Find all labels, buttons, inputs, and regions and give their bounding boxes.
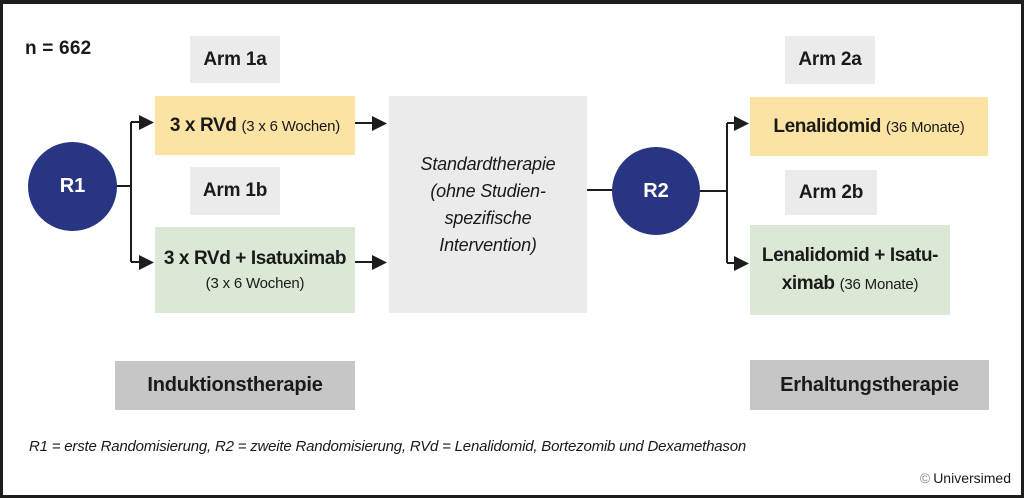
arm-2a-therapy-box: Lenalidomid (36 Monate)	[750, 97, 988, 156]
standard-therapy-line: Intervention)	[439, 234, 537, 255]
copyright-name: Universimed	[933, 470, 1011, 486]
arm-2a-therapy-name: Lenalidomid	[773, 115, 881, 137]
arrow-to-arm1b	[139, 255, 154, 270]
maintenance-phase-box: Erhaltungstherapie	[750, 360, 989, 410]
copyright-notice: ©Universimed	[920, 470, 1011, 486]
r2-label: R2	[643, 179, 669, 202]
arm-2b-label: Arm 2b	[798, 181, 864, 203]
arm-2b-therapy-row2: ximab (36 Monate)	[782, 270, 919, 298]
standard-therapy-line: Standardtherapie	[420, 153, 556, 174]
arm-1a-therapy-row: 3 x RVd (3 x 6 Wochen)	[170, 112, 340, 140]
standard-therapy-box: Standardtherapie (ohne Studien- spezifis…	[389, 96, 587, 313]
arm-1b-label-box: Arm 1b	[190, 167, 280, 215]
arrow-to-arm1a	[139, 115, 154, 130]
arm-1a-label-box: Arm 1a	[190, 36, 280, 83]
arm-2a-duration: (36 Monate)	[885, 118, 965, 136]
arm-2b-therapy-line2: ximab	[781, 273, 835, 294]
arm-2b-duration: (36 Monate)	[839, 276, 919, 293]
maintenance-phase-label: Erhaltungstherapie	[780, 373, 959, 396]
arm-1b-therapy-box: 3 x RVd + Isatuximab (3 x 6 Wochen)	[155, 227, 355, 313]
arm-1a-therapy-box: 3 x RVd (3 x 6 Wochen)	[155, 96, 355, 155]
arm-2b-label-box: Arm 2b	[785, 170, 877, 215]
r1-label: R1	[59, 175, 86, 197]
population-count-label: n = 662	[25, 38, 92, 59]
abbreviation-footnote: R1 = erste Randomisierung, R2 = zweite R…	[29, 438, 747, 455]
arm-1b-duration: (3 x 6 Wochen)	[205, 274, 305, 292]
randomization-2-circle: R2	[612, 147, 700, 235]
randomization-1-circle: R1	[28, 142, 117, 231]
arrow-to-arm2b	[734, 256, 749, 271]
arrow-to-arm2a	[734, 116, 749, 131]
arm-2b-therapy-box: Lenalidomid + Isatu- ximab (36 Monate)	[750, 225, 950, 315]
standard-therapy-line: spezifische	[444, 207, 532, 228]
arm-2a-label: Arm 2a	[798, 49, 862, 70]
arrow-arm1b-to-standard	[372, 255, 387, 270]
arrow-arm1a-to-standard	[372, 116, 387, 131]
induction-phase-box: Induktionstherapie	[115, 361, 355, 410]
arm-1a-therapy-name: 3 x RVd	[169, 114, 237, 136]
arm-1b-therapy-name: 3 x RVd + Isatuximab	[163, 248, 347, 270]
standard-therapy-line: (ohne Studien-	[430, 180, 546, 201]
copyright-icon: ©	[919, 470, 931, 486]
arm-1a-label: Arm 1a	[203, 48, 267, 70]
arm-1a-duration: (3 x 6 Wochen)	[241, 117, 341, 135]
arm-2b-therapy-line1: Lenalidomid + Isatu-	[761, 245, 939, 267]
arm-1b-label: Arm 1b	[202, 180, 268, 201]
arm-2a-label-box: Arm 2a	[785, 36, 875, 84]
induction-phase-label: Induktionstherapie	[147, 374, 323, 396]
arm-2a-therapy-row: Lenalidomid (36 Monate)	[773, 113, 964, 141]
